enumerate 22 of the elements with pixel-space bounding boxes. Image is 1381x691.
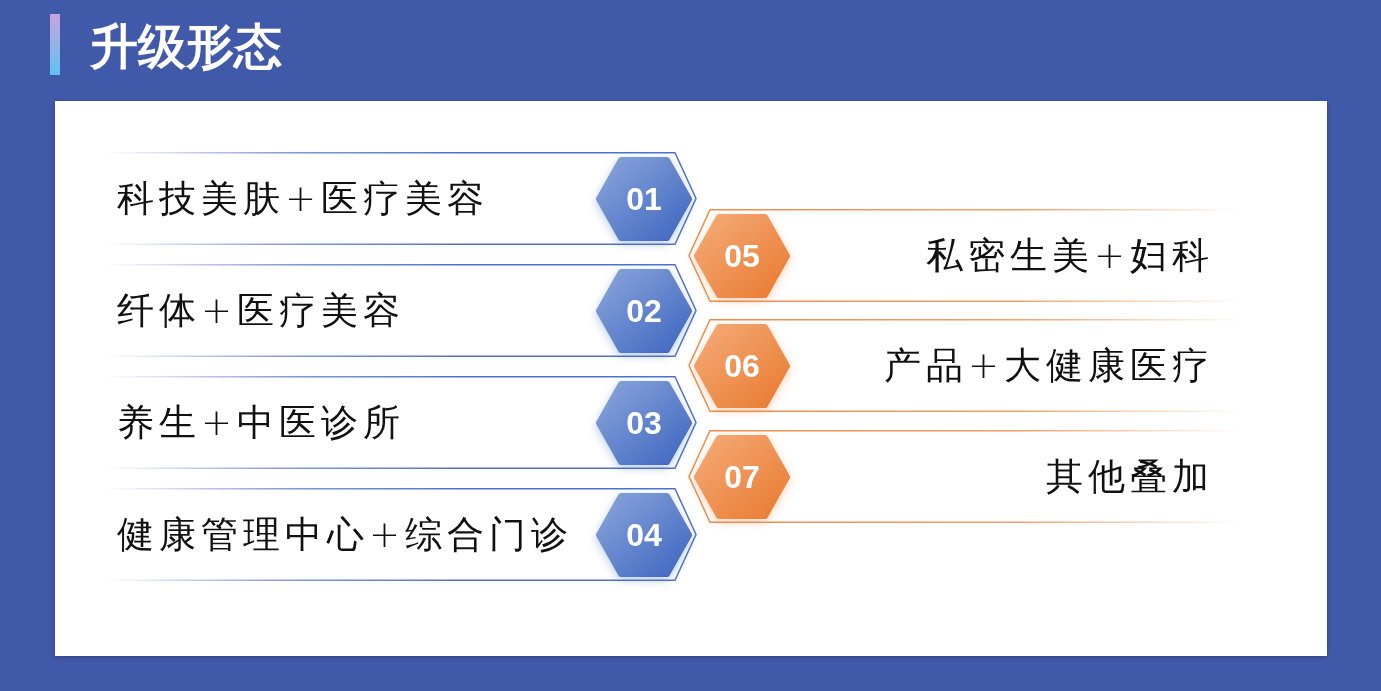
item-number: 07 (724, 458, 760, 495)
page-title: 升级形态 (90, 17, 282, 76)
number-hexagon (596, 268, 692, 353)
item-number: 04 (626, 516, 662, 553)
item-number: 02 (626, 292, 662, 329)
item-label: 产品+大健康医疗 (884, 342, 1214, 389)
item-label: 其他叠加 (1046, 453, 1214, 500)
item-label: 健康管理中心+综合门诊 (117, 511, 573, 558)
number-hexagon (694, 323, 790, 408)
item-number: 06 (724, 347, 760, 384)
item-label: 纤体+医疗美容 (117, 287, 405, 334)
item-label: 私密生美+妇科 (926, 232, 1214, 279)
number-hexagon (596, 380, 692, 465)
number-hexagon (694, 434, 790, 519)
number-hexagon (596, 492, 692, 577)
number-hexagon (694, 213, 790, 298)
number-hexagon (596, 156, 692, 241)
item-label: 科技美肤+医疗美容 (117, 175, 489, 222)
item-number: 03 (626, 404, 662, 441)
item-number: 01 (626, 180, 662, 217)
item-number: 05 (724, 237, 760, 274)
item-label: 养生+中医诊所 (117, 399, 405, 446)
